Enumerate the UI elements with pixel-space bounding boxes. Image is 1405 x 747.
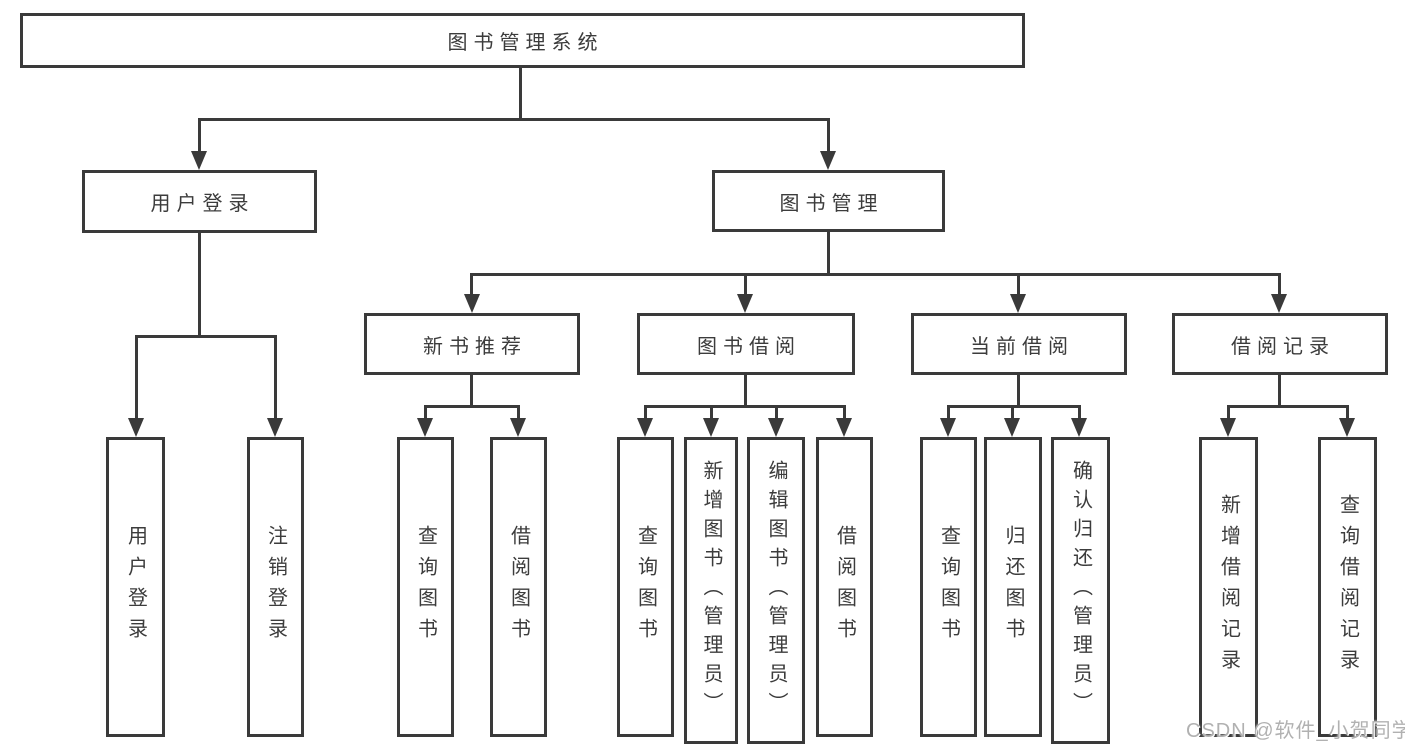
- connector-nbr-drop: [470, 273, 473, 297]
- node-borrow-records-label: 借阅记录: [1231, 335, 1335, 358]
- connector-bb-leaf3-drop: [775, 405, 778, 421]
- connector-cb-leaf3-drop: [1078, 405, 1081, 421]
- leaf-cb-confirm-return-admin-label: 确认归还（管理员）: [1069, 460, 1092, 721]
- arrowhead-ul-leaf2: [267, 418, 283, 437]
- node-borrow-records: 借阅记录: [1172, 313, 1388, 375]
- connector-user-login-stub: [198, 233, 201, 337]
- leaf-bb-query-book-label: 查询图书: [634, 525, 657, 649]
- arrowhead-book-borrow: [737, 294, 753, 313]
- arrowhead-new-book-recommend: [464, 294, 480, 313]
- node-new-book-recommend: 新书推荐: [364, 313, 580, 375]
- connector-user-login-drop: [198, 118, 201, 154]
- connector-br-leaf1-drop: [1227, 405, 1230, 421]
- node-user-login-label: 用户登录: [150, 193, 255, 215]
- leaf-logout-login-label: 注销登录: [264, 525, 287, 649]
- arrowhead-book-mgmt: [820, 151, 836, 170]
- arrowhead-bb-leaf3: [768, 418, 784, 437]
- node-root-label: 图书管理系统: [447, 32, 604, 54]
- leaf-bb-add-book-admin-label: 新增图书（管理员）: [700, 460, 722, 721]
- leaf-user-login: 用户登录: [106, 437, 165, 737]
- leaf-cb-return-book-label: 归还图书: [1002, 525, 1024, 649]
- connector-cb-leaf1-drop: [947, 405, 950, 421]
- leaf-br-add-record-label: 新增借阅记录: [1217, 494, 1240, 680]
- connector-bb-stub: [744, 375, 747, 407]
- arrowhead-nbr-leaf2: [510, 418, 526, 437]
- node-book-management-label: 图书管理: [779, 192, 884, 215]
- connector-nbr-rail: [424, 405, 520, 408]
- arrowhead-br-leaf2: [1339, 418, 1355, 437]
- node-new-book-recommend-label: 新书推荐: [423, 335, 527, 358]
- connector-br-drop: [1278, 273, 1281, 297]
- arrowhead-bb-leaf4: [836, 418, 852, 437]
- connector-ul-leaf2-drop: [274, 335, 277, 421]
- connector-bb-leaf4-drop: [843, 405, 846, 421]
- arrowhead-cb-leaf1: [940, 418, 956, 437]
- connector-nbr-leaf1-drop: [424, 405, 427, 421]
- connector-root-stub: [519, 66, 522, 120]
- leaf-logout-login: 注销登录: [247, 437, 304, 737]
- arrowhead-current-borrow: [1010, 294, 1026, 313]
- leaf-bb-query-book: 查询图书: [617, 437, 674, 737]
- node-user-login: 用户登录: [82, 170, 317, 233]
- leaf-cb-confirm-return-admin: 确认归还（管理员）: [1051, 437, 1110, 744]
- leaf-bb-add-book-admin: 新增图书（管理员）: [684, 437, 738, 744]
- connector-ul-leaf1-drop: [135, 335, 138, 421]
- leaf-cb-return-book: 归还图书: [984, 437, 1042, 737]
- connector-cb-rail: [947, 405, 1081, 408]
- csdn-watermark: CSDN @软件_小贺同学: [1186, 720, 1405, 742]
- node-book-management: 图书管理: [712, 170, 945, 232]
- leaf-user-login-label: 用户登录: [124, 525, 147, 649]
- connector-cb-leaf2-drop: [1011, 405, 1014, 421]
- connector-br-leaf2-drop: [1346, 405, 1349, 421]
- leaf-bb-edit-book-admin: 编辑图书（管理员）: [747, 437, 805, 744]
- arrowhead-bb-leaf2: [703, 418, 719, 437]
- leaf-br-query-record-label: 查询借阅记录: [1336, 494, 1359, 680]
- arrowhead-borrow-records: [1271, 294, 1287, 313]
- connector-bb-leaf2-drop: [710, 405, 713, 421]
- arrowhead-ul-leaf1: [128, 418, 144, 437]
- leaf-bb-edit-book-admin-label: 编辑图书（管理员）: [765, 460, 787, 721]
- node-root: 图书管理系统: [20, 13, 1025, 68]
- leaf-nbr-borrow-book-label: 借阅图书: [507, 525, 530, 649]
- leaf-cb-query-book-label: 查询图书: [937, 525, 960, 649]
- connector-br-rail: [1227, 405, 1349, 408]
- connector-bb-rail: [644, 405, 846, 408]
- connector-cb-stub: [1017, 375, 1020, 407]
- node-book-borrow: 图书借阅: [637, 313, 855, 375]
- connector-cb-drop: [1017, 273, 1020, 297]
- connector-level3-rail: [470, 273, 1281, 276]
- leaf-br-query-record: 查询借阅记录: [1318, 437, 1377, 737]
- leaf-nbr-query-book-label: 查询图书: [414, 525, 437, 649]
- connector-user-login-rail: [135, 335, 277, 338]
- arrowhead-cb-leaf3: [1071, 418, 1087, 437]
- leaf-br-add-record: 新增借阅记录: [1199, 437, 1258, 737]
- leaf-bb-borrow-book: 借阅图书: [816, 437, 873, 737]
- node-book-borrow-label: 图书借阅: [697, 335, 801, 358]
- connector-nbr-leaf2-drop: [517, 405, 520, 421]
- node-current-borrow: 当前借阅: [911, 313, 1127, 375]
- node-current-borrow-label: 当前借阅: [970, 335, 1074, 358]
- connector-level2-rail: [198, 118, 829, 121]
- connector-book-mgmt-stub: [827, 232, 830, 275]
- connector-nbr-stub: [470, 375, 473, 407]
- arrowhead-br-leaf1: [1220, 418, 1236, 437]
- connector-bb-leaf1-drop: [644, 405, 647, 421]
- connector-br-stub: [1278, 375, 1281, 407]
- leaf-cb-query-book: 查询图书: [920, 437, 977, 737]
- arrowhead-nbr-leaf1: [417, 418, 433, 437]
- leaf-nbr-borrow-book: 借阅图书: [490, 437, 547, 737]
- arrowhead-bb-leaf1: [637, 418, 653, 437]
- leaf-bb-borrow-book-label: 借阅图书: [833, 525, 856, 649]
- connector-bb-drop: [744, 273, 747, 297]
- connector-book-mgmt-drop: [827, 118, 830, 154]
- leaf-nbr-query-book: 查询图书: [397, 437, 454, 737]
- arrowhead-cb-leaf2: [1004, 418, 1020, 437]
- arrowhead-user-login: [191, 151, 207, 170]
